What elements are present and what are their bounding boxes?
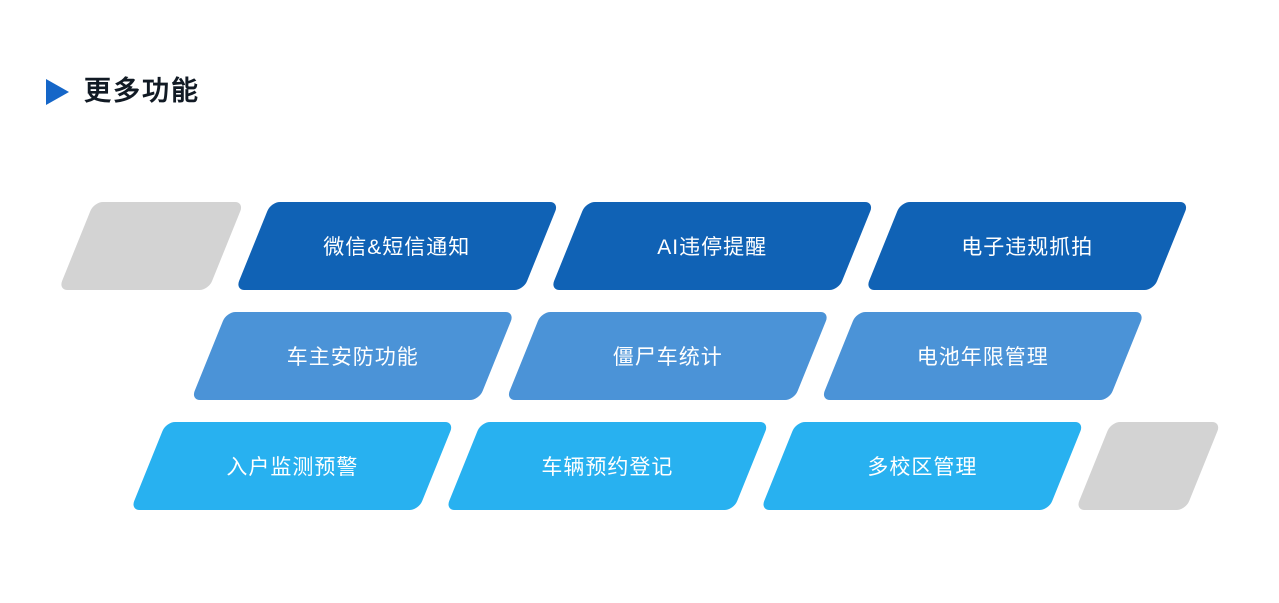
feature-tile: 车辆预约登记: [445, 422, 770, 510]
feature-row-2: 车主安防功能 僵尸车统计 电池年限管理: [191, 312, 1266, 400]
feature-tile-label: 车辆预约登记: [541, 456, 674, 479]
feature-tile-label: AI违停提醒: [657, 236, 768, 259]
feature-tile: 微信&短信通知: [235, 202, 560, 290]
feature-tile: 电池年限管理: [821, 312, 1145, 400]
feature-tile: 多校区管理: [760, 422, 1085, 510]
feature-tile-label: 微信&短信通知: [323, 236, 471, 259]
feature-tile-label: 多校区管理: [867, 456, 978, 479]
feature-tile-label: 电子违规抓拍: [961, 236, 1094, 259]
section-header: 更多功能: [46, 78, 200, 105]
section-title: 更多功能: [84, 76, 200, 106]
feature-grid: 微信&短信通知 AI违停提醒 电子违规抓拍 车主安防功能 僵尸车统计 电池年限管…: [58, 202, 1279, 532]
feature-tile: AI违停提醒: [550, 202, 874, 290]
feature-tile: 僵尸车统计: [506, 312, 830, 400]
feature-tile-label: 车主安防功能: [286, 346, 419, 369]
feature-row-3: 入户监测预警 车辆预约登记 多校区管理: [130, 422, 1222, 510]
feature-tile-label: 僵尸车统计: [612, 346, 723, 369]
feature-tile: 入户监测预警: [130, 422, 455, 510]
feature-tile-label: 电池年限管理: [916, 346, 1049, 369]
partial-tile-left: [58, 202, 244, 290]
partial-tile-right: [1075, 422, 1222, 510]
feature-tile: 电子违规抓拍: [865, 202, 1189, 290]
feature-row-1: 微信&短信通知 AI违停提醒 电子违规抓拍: [58, 202, 1279, 290]
feature-tile: 车主安防功能: [191, 312, 515, 400]
triangle-marker-icon: [46, 78, 69, 105]
feature-tile-label: 入户监测预警: [226, 456, 359, 479]
